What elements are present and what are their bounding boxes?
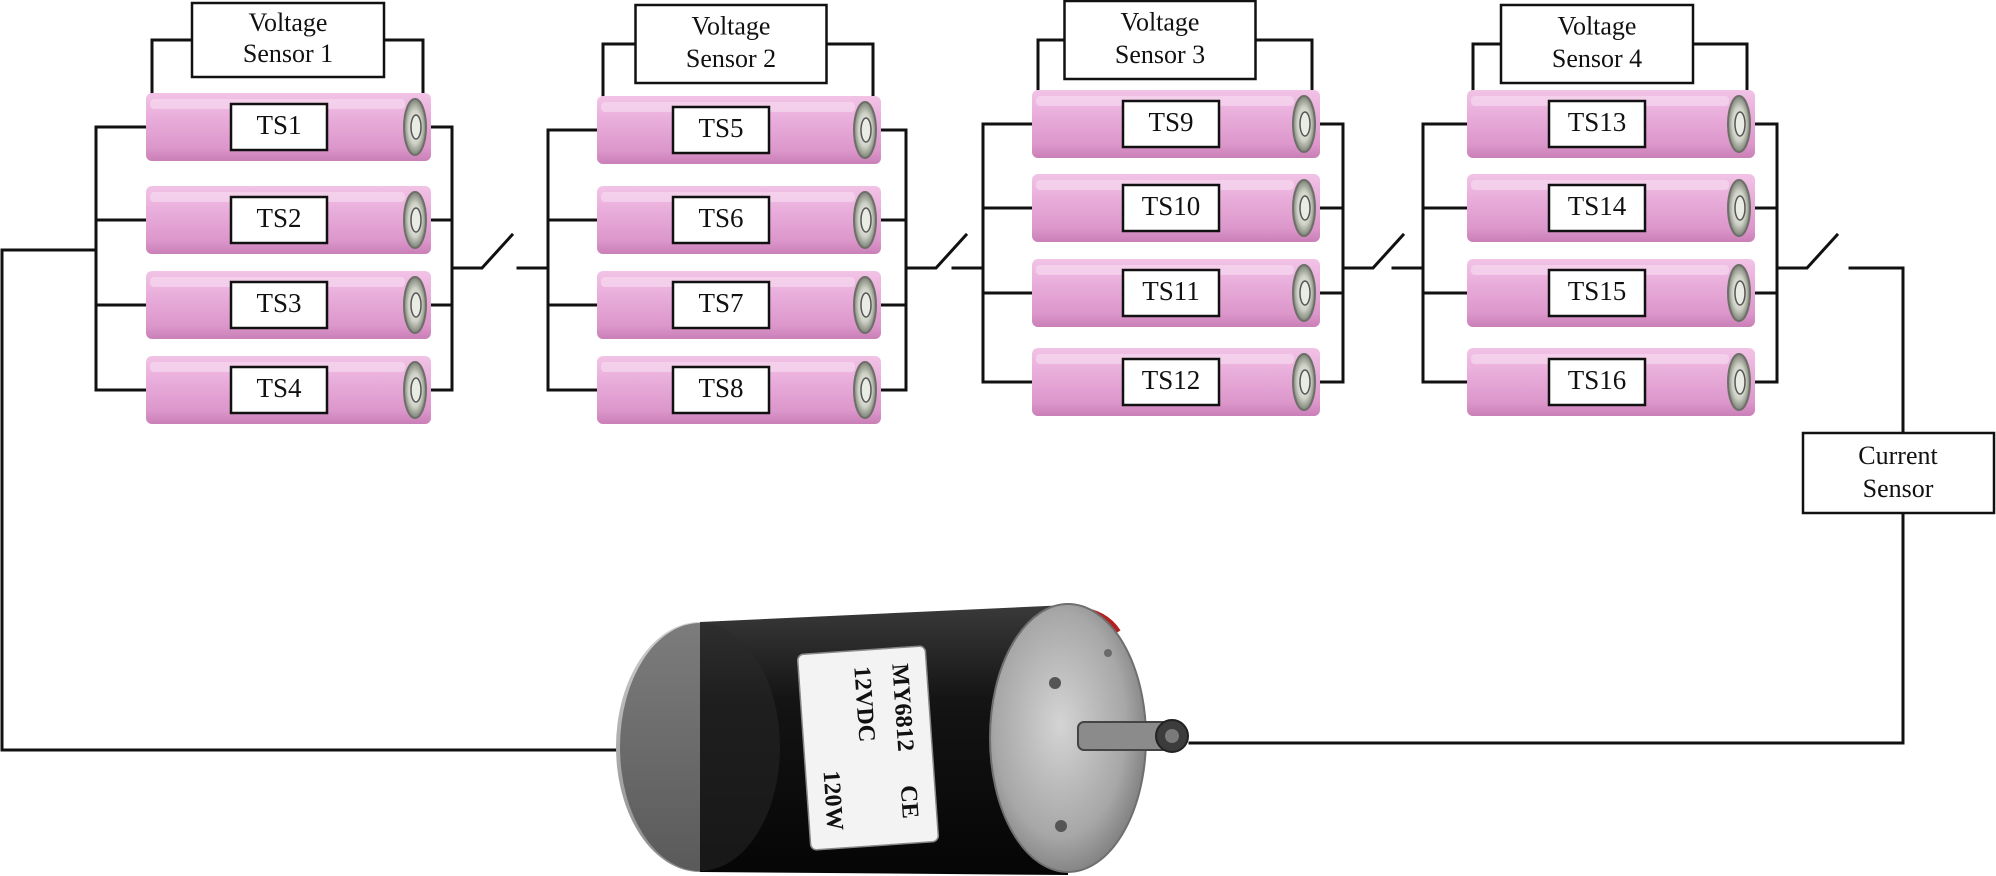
voltage-sensor-line2: Sensor 2 bbox=[686, 44, 776, 73]
open-switch-icon bbox=[1341, 232, 1425, 270]
cell-label: TS14 bbox=[1568, 191, 1627, 221]
cell-label: TS6 bbox=[698, 203, 743, 233]
cell-label: TS11 bbox=[1142, 276, 1200, 306]
cell-label: TS2 bbox=[256, 203, 301, 233]
cylindrical-battery-icon: TS2 bbox=[146, 186, 431, 254]
cell-label: TS3 bbox=[256, 288, 301, 318]
ce-mark: CE bbox=[895, 784, 923, 819]
cylindrical-battery-icon: TS5 bbox=[597, 96, 881, 164]
cylindrical-battery-icon: TS3 bbox=[146, 271, 431, 339]
current-sensor-line1: Current bbox=[1858, 441, 1938, 470]
cell-label: TS4 bbox=[256, 373, 302, 403]
cylindrical-battery-icon: TS13 bbox=[1467, 90, 1755, 158]
cylindrical-battery-icon: TS11 bbox=[1032, 259, 1320, 327]
cylindrical-battery-icon: TS4 bbox=[146, 356, 431, 424]
cell-label: TS5 bbox=[698, 113, 743, 143]
voltage-sensor-line2: Sensor 3 bbox=[1115, 40, 1205, 69]
cylindrical-battery-icon: TS10 bbox=[1032, 174, 1320, 242]
cylindrical-battery-icon: TS16 bbox=[1467, 348, 1755, 416]
cylindrical-battery-icon: TS15 bbox=[1467, 259, 1755, 327]
cylindrical-battery-icon: TS7 bbox=[597, 271, 881, 339]
cell-label: TS13 bbox=[1568, 107, 1627, 137]
motor-power: 120W bbox=[818, 770, 848, 832]
voltage-sensor-line1: Voltage bbox=[692, 11, 771, 40]
motor-voltage: 12VDC bbox=[848, 665, 879, 743]
current-sensor-line2: Sensor bbox=[1863, 474, 1934, 503]
cylindrical-battery-icon: TS14 bbox=[1467, 174, 1755, 242]
cell-label: TS1 bbox=[256, 110, 301, 140]
voltage-sensor-line1: Voltage bbox=[249, 8, 328, 37]
voltage-sensor-line2: Sensor 1 bbox=[243, 39, 333, 68]
motor-model: MY6812 bbox=[886, 663, 918, 753]
cylindrical-battery-icon: TS1 bbox=[146, 93, 431, 161]
cylindrical-battery-icon: TS8 bbox=[597, 356, 881, 424]
cylindrical-battery-icon: TS9 bbox=[1032, 90, 1320, 158]
cell-label: TS12 bbox=[1142, 365, 1201, 395]
cell-label: TS10 bbox=[1142, 191, 1201, 221]
wiring bbox=[0, 38, 1905, 752]
dc-motor-icon: MY6812 12VDC 120W CE bbox=[616, 603, 1189, 875]
cell-label: TS7 bbox=[698, 288, 743, 318]
cell-label: TS8 bbox=[698, 373, 743, 403]
switches bbox=[450, 232, 1840, 270]
open-switch-icon bbox=[450, 232, 550, 270]
voltage-sensor-line2: Sensor 4 bbox=[1552, 44, 1642, 73]
open-switch-icon bbox=[904, 232, 985, 270]
cell-label: TS15 bbox=[1568, 276, 1627, 306]
cell-label: TS9 bbox=[1148, 107, 1193, 137]
voltage-sensor-line1: Voltage bbox=[1558, 11, 1637, 40]
cylindrical-battery-icon: TS6 bbox=[597, 186, 881, 254]
current-sensor: Current Sensor bbox=[1801, 431, 1996, 515]
cylindrical-battery-icon: TS12 bbox=[1032, 348, 1320, 416]
voltage-sensor-line1: Voltage bbox=[1121, 7, 1200, 36]
cell-label: TS16 bbox=[1568, 365, 1627, 395]
open-switch-icon bbox=[1775, 232, 1840, 270]
